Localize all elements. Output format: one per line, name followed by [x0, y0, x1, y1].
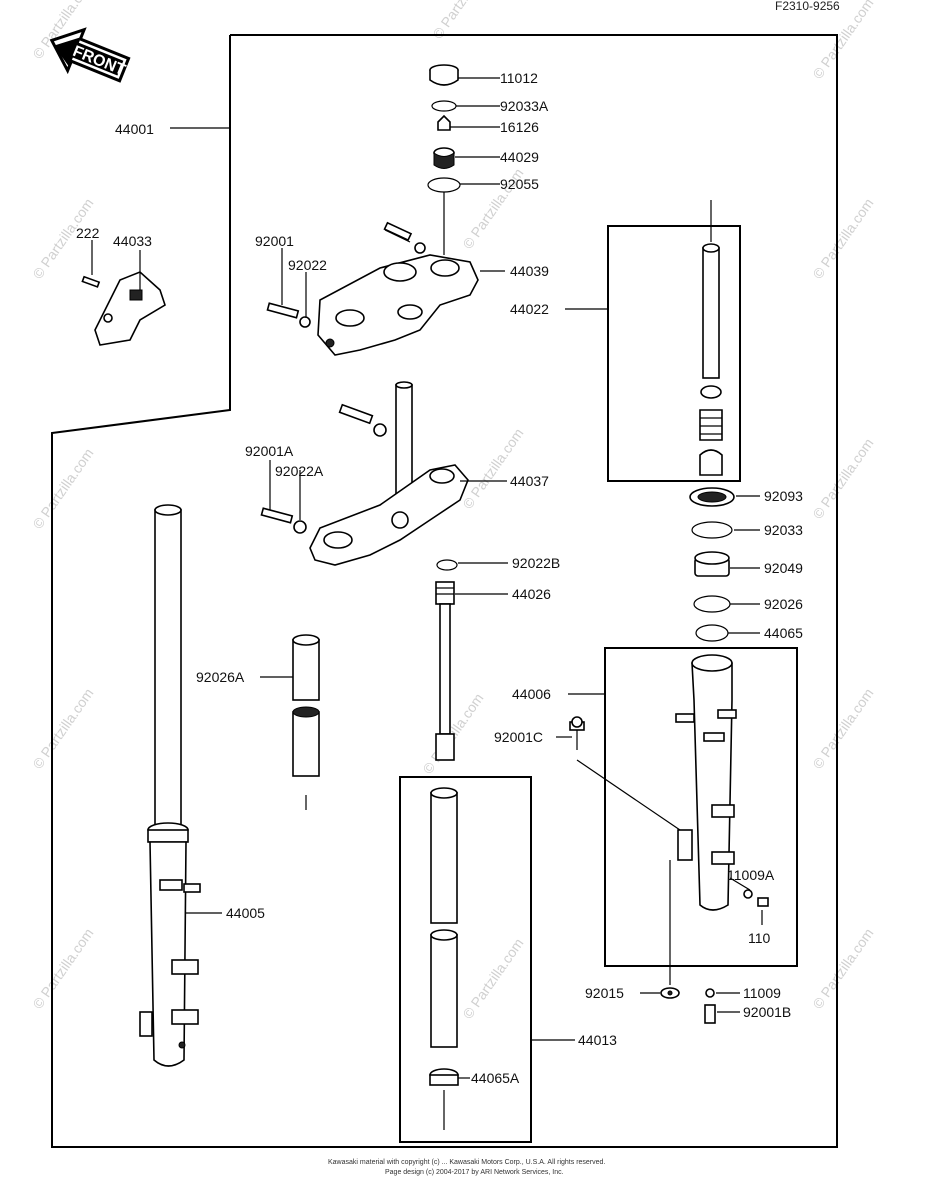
part-label-92001c[interactable]: 92001C	[494, 729, 543, 745]
part-label-44022[interactable]: 44022	[510, 301, 549, 317]
diagram-ref: F2310-9256	[775, 0, 840, 13]
part-label-44005[interactable]: 44005	[226, 905, 265, 921]
fork-bushings	[292, 634, 320, 810]
copyright-line-2: Page design (c) 2004-2017 by ARI Network…	[385, 1169, 564, 1176]
damper-box	[399, 776, 532, 1143]
watermark-text: © Partzilla.com	[809, 435, 876, 521]
part-label-16126[interactable]: 16126	[500, 119, 539, 135]
watermark-text: © Partzilla.com	[29, 925, 96, 1011]
watermark-text: © Partzilla.com	[809, 925, 876, 1011]
part-label-11012[interactable]: 11012	[500, 70, 538, 86]
seal-rings	[689, 487, 735, 642]
leader-lines	[91, 77, 763, 1079]
damper-rod	[435, 559, 458, 761]
part-label-92049[interactable]: 92049	[764, 560, 803, 576]
part-label-11009[interactable]: 11009	[743, 985, 781, 1001]
part-label-92022[interactable]: 92022	[288, 257, 327, 273]
part-label-92001[interactable]: 92001	[255, 233, 294, 249]
inner-tube-parts	[429, 787, 459, 1130]
part-label-92055[interactable]: 92055	[500, 176, 539, 192]
part-label-44001[interactable]: 44001	[115, 121, 154, 137]
front-arrow-icon: FRONT	[49, 27, 131, 83]
part-labels: 11012 92033A 16126 44029 92055 44001 222…	[76, 70, 803, 1086]
watermark-text: © Partzilla.com	[809, 195, 876, 281]
part-label-92033a[interactable]: 92033A	[500, 98, 549, 114]
part-label-110[interactable]: 110	[748, 930, 771, 946]
part-label-44065[interactable]: 44065	[764, 625, 803, 641]
part-label-92022b[interactable]: 92022B	[512, 555, 560, 571]
lower-bracket	[260, 381, 469, 566]
part-label-92001b[interactable]: 92001B	[743, 1004, 791, 1020]
part-label-222[interactable]: 222	[76, 225, 100, 241]
inner-tube-box	[607, 225, 741, 482]
part-label-44065a[interactable]: 44065A	[471, 1070, 520, 1086]
part-label-44026[interactable]: 44026	[512, 586, 551, 602]
part-label-92033[interactable]: 92033	[764, 522, 803, 538]
top-bracket	[266, 221, 479, 356]
part-label-44013[interactable]: 44013	[578, 1032, 617, 1048]
outer-tube-right	[569, 654, 769, 911]
watermark-text: © Partzilla.com	[29, 685, 96, 771]
part-label-92093[interactable]: 92093	[764, 488, 803, 504]
part-label-92001a[interactable]: 92001A	[245, 443, 294, 459]
cap-stack	[427, 64, 461, 193]
part-label-92026[interactable]: 92026	[764, 596, 803, 612]
part-label-44029[interactable]: 44029	[500, 149, 539, 165]
copyright-line-1: Kawasaki material with copyright (c) ...…	[328, 1159, 605, 1166]
complete-fork-left	[139, 504, 201, 1067]
side-bracket	[81, 271, 166, 346]
small-fasteners	[660, 860, 716, 1024]
part-label-92022a[interactable]: 92022A	[275, 463, 324, 479]
fork-spring-assembly	[699, 243, 723, 476]
part-label-11009a[interactable]: 11009A	[727, 867, 775, 883]
watermark-text: © Partzilla.com	[459, 935, 526, 1021]
part-label-44006[interactable]: 44006	[512, 686, 551, 702]
part-label-92026a[interactable]: 92026A	[196, 669, 245, 685]
outer-tube-box	[604, 647, 798, 967]
part-label-44033[interactable]: 44033	[113, 233, 152, 249]
watermark-text: © Partzilla.com	[29, 445, 96, 531]
part-label-44039[interactable]: 44039	[510, 263, 549, 279]
assembly-outline	[51, 34, 838, 1148]
watermark-text: © Partzilla.com	[809, 685, 876, 771]
part-label-44037[interactable]: 44037	[510, 473, 549, 489]
watermark-text: © Partzilla.com	[459, 425, 526, 511]
part-label-92015[interactable]: 92015	[585, 985, 624, 1001]
